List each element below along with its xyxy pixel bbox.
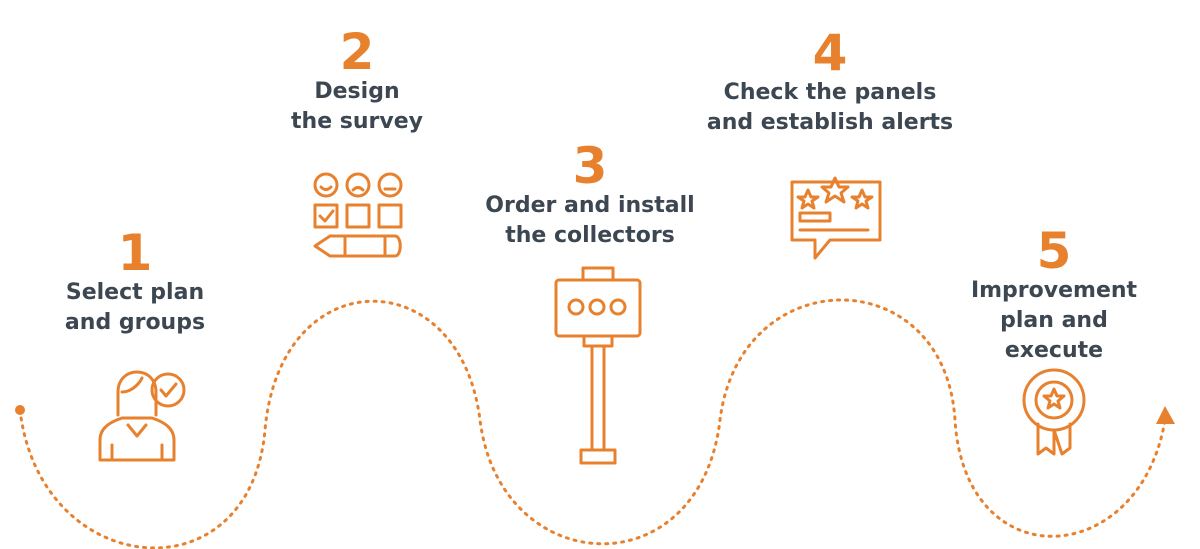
- step-number: 3: [572, 137, 608, 195]
- step-label: Select plan and groups: [64, 280, 206, 335]
- rating-panel-icon: [790, 176, 882, 260]
- collector-terminal-icon: [554, 266, 642, 465]
- step-label: Design the survey: [291, 79, 423, 134]
- award-badge-icon: [1022, 368, 1086, 456]
- step-label: Check the panels and establish alerts: [706, 80, 954, 135]
- step-number: 2: [339, 23, 375, 81]
- end-arrow-icon: [1156, 406, 1175, 424]
- step-5: 5 Improvement plan and execute: [971, 226, 1137, 366]
- step-label: Improvement plan and execute: [970, 278, 1138, 363]
- step-number: 4: [812, 24, 848, 82]
- step-4: 4 Check the panels and establish alerts: [707, 28, 953, 138]
- step-label: Order and install the collectors: [485, 193, 695, 248]
- step-2: 2 Design the survey: [291, 27, 423, 137]
- step-1: 1 Select plan and groups: [65, 228, 205, 338]
- step-number: 1: [117, 224, 153, 282]
- step-number: 5: [1036, 222, 1072, 280]
- wave-path: [18, 298, 1167, 549]
- start-dot: [15, 405, 25, 415]
- survey-form-icon: [313, 172, 403, 258]
- user-check-icon: [98, 370, 186, 462]
- step-3: 3 Order and install the collectors: [485, 141, 694, 251]
